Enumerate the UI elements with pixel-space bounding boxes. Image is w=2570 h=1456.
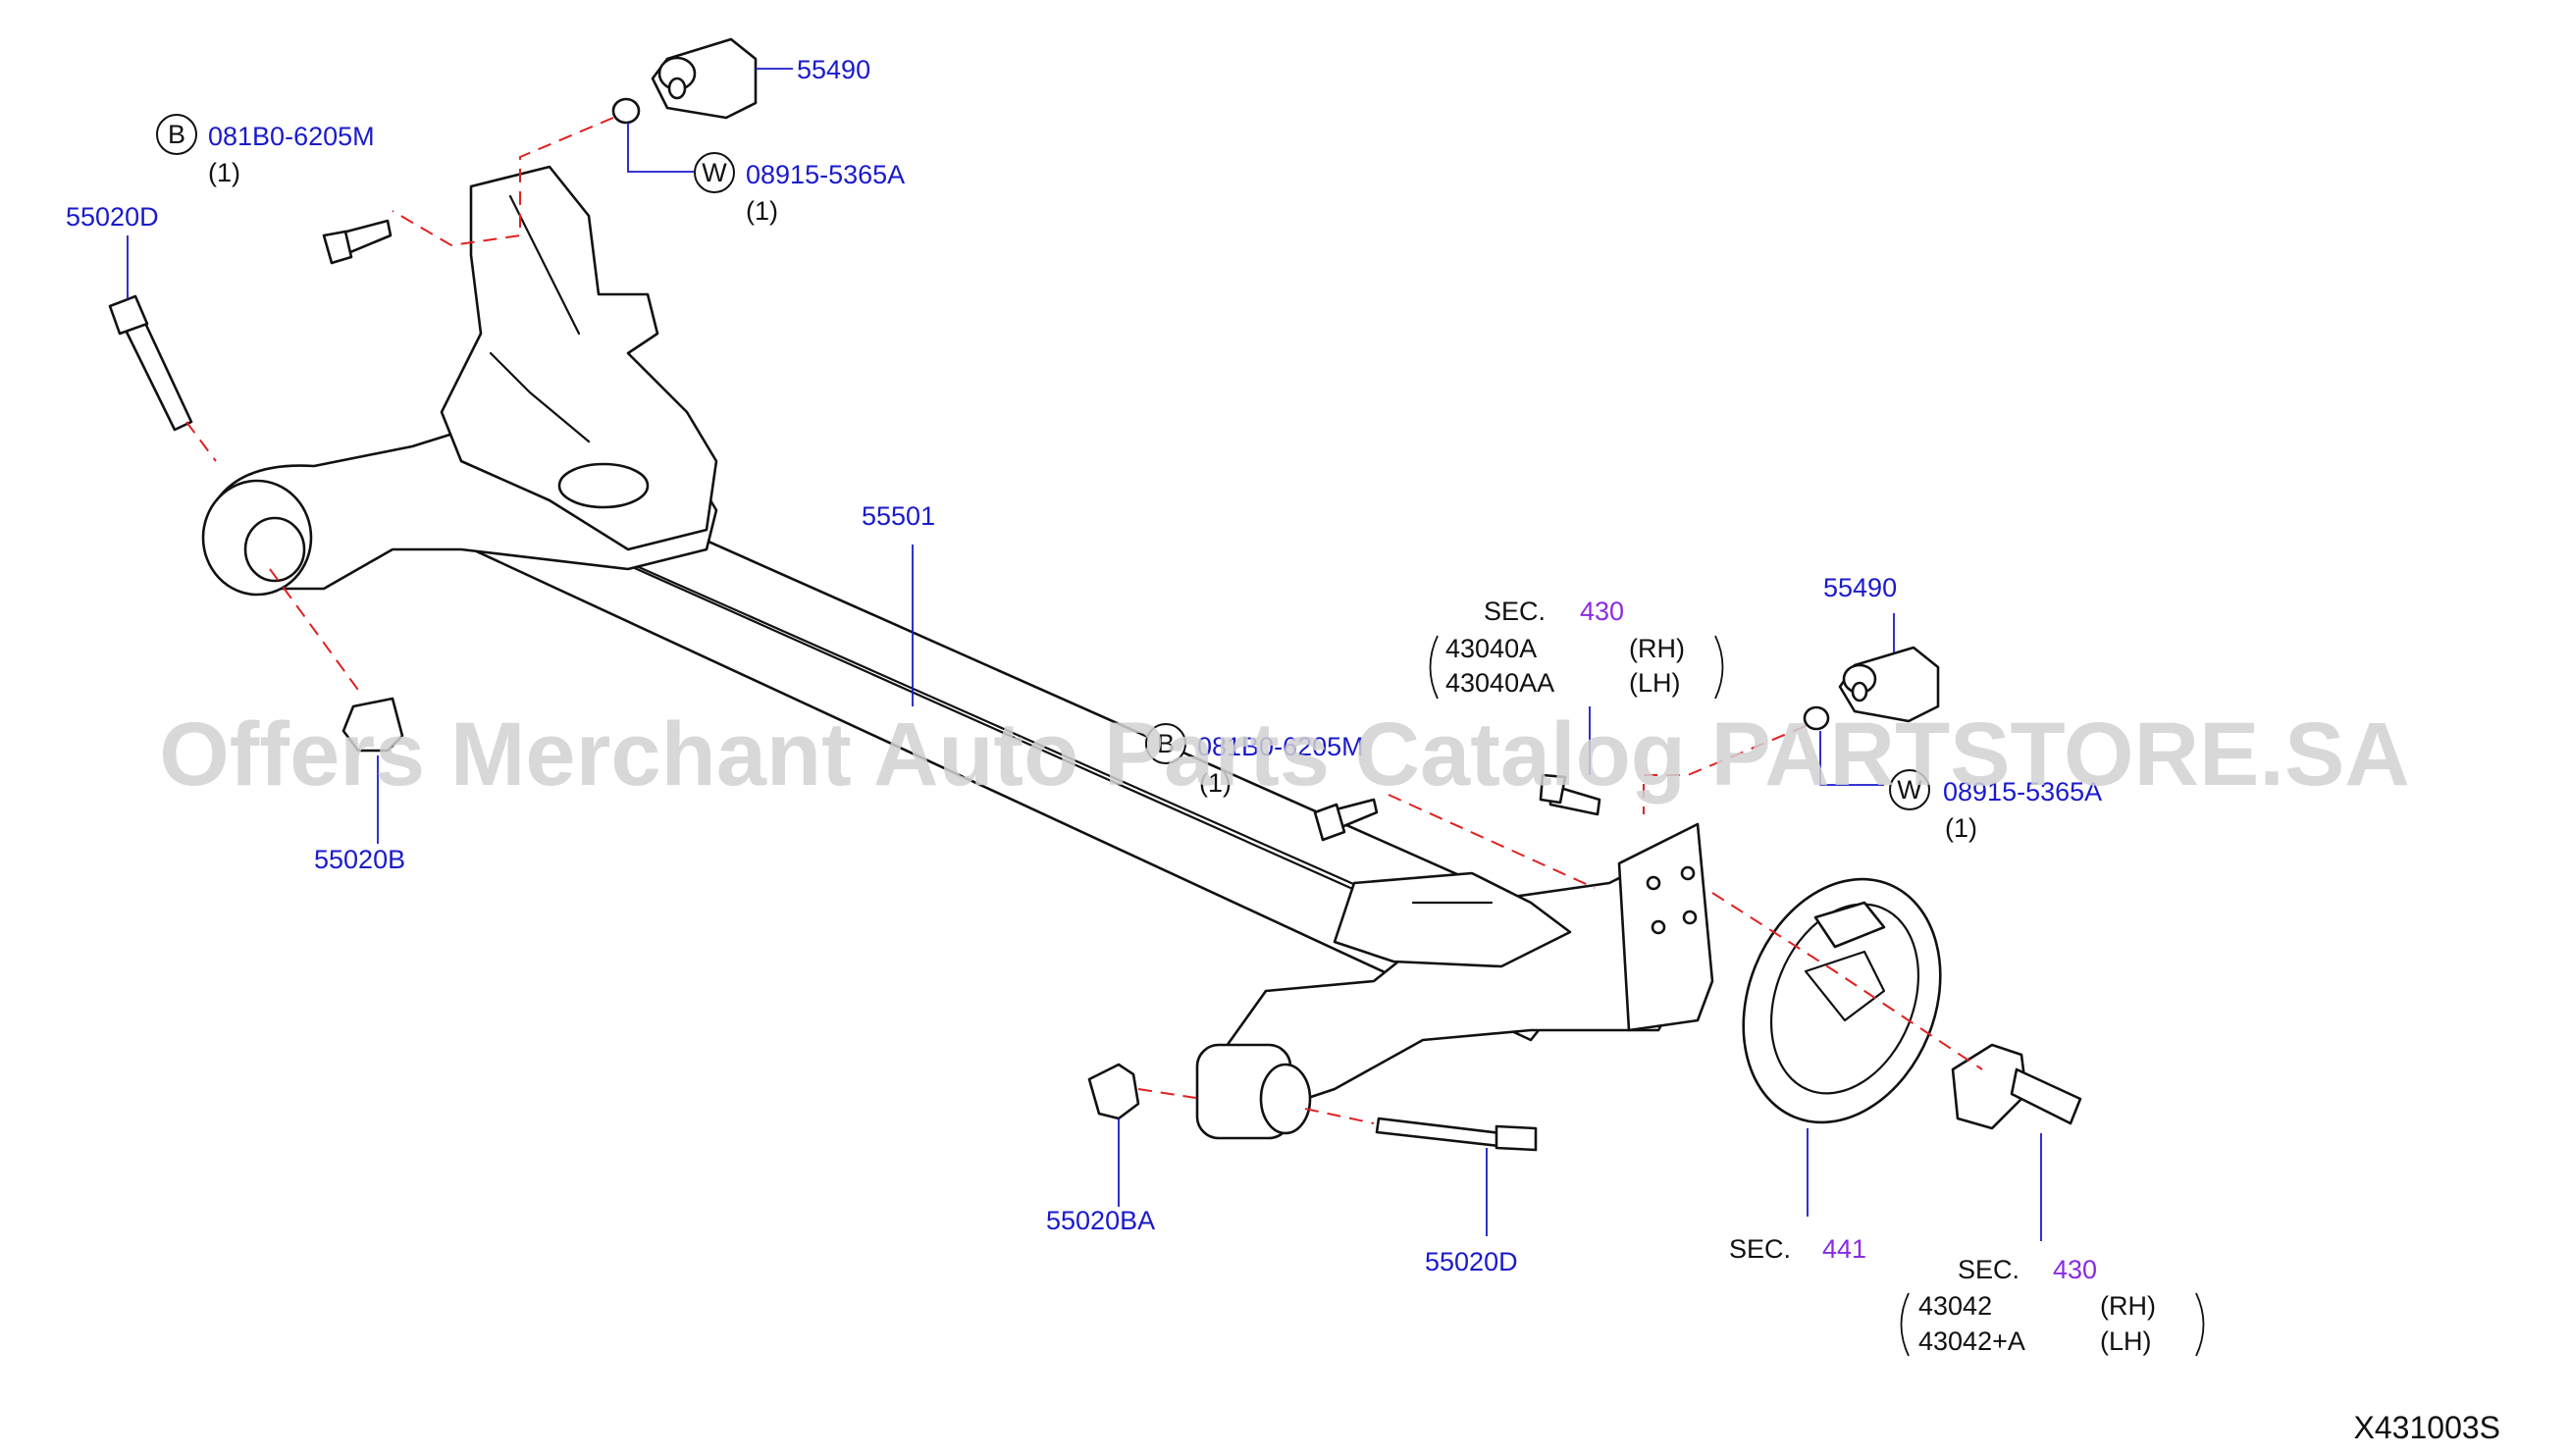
- part-number: 08915-5365A: [1943, 777, 2102, 806]
- bolt-right[interactable]: [1375, 1117, 1538, 1152]
- sec-number: 441: [1822, 1234, 1866, 1264]
- sec-number: 430: [1580, 597, 1624, 626]
- callout-letter: W: [702, 158, 727, 187]
- callout-bushing-right: 55020BA: [1046, 1206, 1155, 1235]
- sec-row-part: 43042+A: [1918, 1326, 2025, 1356]
- bushing-left[interactable]: [341, 697, 404, 753]
- callout-bushing-left: 55020B: [314, 845, 405, 874]
- sec-row-side: (RH): [1629, 634, 1685, 663]
- brake-backing-plate[interactable]: [1708, 850, 1975, 1153]
- stub-axle[interactable]: [1951, 1043, 2082, 1130]
- callout-bolt-b-mid: B 081B0-6205M (1): [1145, 723, 1364, 798]
- callout-washer-right: W 08915-5365A (1): [1889, 769, 2102, 843]
- bolt-left[interactable]: [108, 294, 193, 432]
- callout-bolt-b-top: B 081B0-6205M (1): [156, 114, 375, 187]
- callout-bolt-left: 55020D: [66, 202, 159, 232]
- torsion-beam-axle[interactable]: [201, 165, 1714, 1140]
- phantom-lines: [185, 117, 1983, 1124]
- sec-row-part: 43040A: [1445, 634, 1537, 663]
- quantity: (1): [208, 158, 240, 187]
- callout-washer-top: W 08915-5365A (1): [694, 152, 905, 226]
- sec-label: SEC.: [1484, 597, 1546, 626]
- watermark: Offers Merchant Auto Parts Catalog PARTS…: [159, 704, 2410, 805]
- leader-lines: [127, 68, 2042, 1241]
- sec-row-side: (LH): [1629, 668, 1681, 698]
- callout-sec-441: SEC. 441: [1729, 1234, 1866, 1264]
- sec-row-side: (RH): [2100, 1291, 2156, 1321]
- callout-letter: B: [168, 120, 185, 149]
- callout-letter: W: [1897, 775, 1922, 805]
- sec-label: SEC.: [1729, 1234, 1791, 1264]
- quantity: (1): [1199, 768, 1232, 798]
- sec-row-part: 43040AA: [1445, 668, 1554, 698]
- callout-sec-430-bottom: SEC. 430 43042 (RH) 43042+A (LH): [1900, 1255, 2205, 1357]
- quantity: (1): [746, 196, 778, 226]
- callout-mount-top: 55490: [797, 55, 870, 84]
- washer-top[interactable]: [611, 97, 641, 125]
- sec-row-side: (LH): [2100, 1326, 2152, 1356]
- washer-right[interactable]: [1803, 705, 1830, 731]
- callout-sec-430-top: SEC. 430 43040A (RH) 43040AA (LH): [1429, 597, 1724, 700]
- hub-bolt[interactable]: [1539, 773, 1601, 816]
- sec-label: SEC.: [1958, 1255, 2019, 1284]
- bolt-b-mid[interactable]: [1313, 798, 1379, 842]
- callout-letter: B: [1157, 729, 1175, 758]
- callout-bolt-right: 55020D: [1425, 1247, 1518, 1276]
- callout-beam: 55501: [862, 501, 935, 531]
- bolt-b-top[interactable]: [322, 219, 393, 265]
- part-number: 081B0-6205M: [208, 122, 375, 151]
- sec-row-part: 43042: [1918, 1291, 1992, 1321]
- quantity: (1): [1945, 813, 1977, 843]
- sec-number: 430: [2053, 1255, 2097, 1284]
- spring-mount-right[interactable]: [1838, 646, 1940, 723]
- spring-mount-top[interactable]: [651, 37, 758, 120]
- bushing-right[interactable]: [1087, 1063, 1140, 1120]
- diagram-code: X431003S: [2354, 1410, 2500, 1445]
- callout-mount-right: 55490: [1823, 573, 1897, 602]
- part-number: 08915-5365A: [746, 160, 905, 189]
- part-number: 081B0-6205M: [1197, 732, 1364, 761]
